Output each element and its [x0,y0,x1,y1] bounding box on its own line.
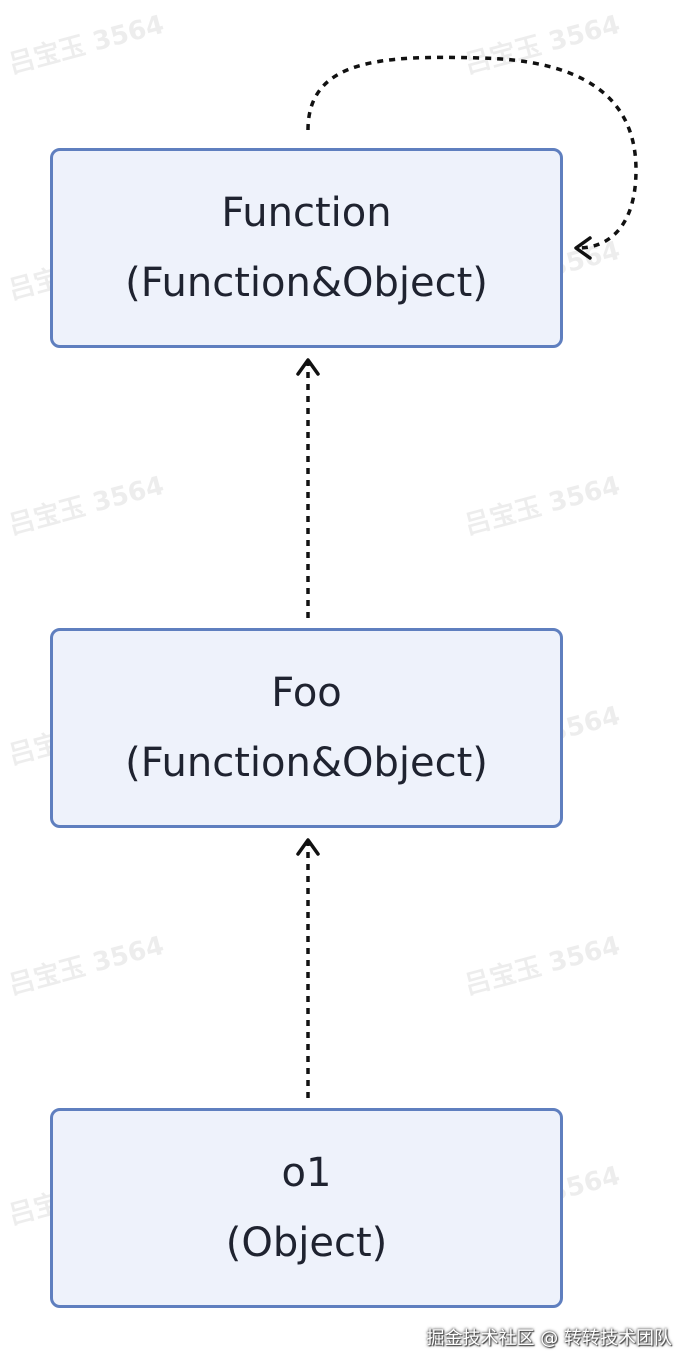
node-foo-name: Foo [271,670,342,716]
arrowhead-o1-to-foo [296,838,320,856]
self-loop-arrowhead [574,236,592,260]
node-function: Function (Function&Object) [50,148,563,348]
node-o1-type: (Object) [225,1220,388,1266]
node-o1-name: o1 [281,1150,332,1196]
footer-credit: 掘金技术社区 @ 转转技术团队 [426,1328,672,1349]
arrowhead-foo-to-function [296,358,320,376]
node-foo: Foo (Function&Object) [50,628,563,828]
node-function-type: (Function&Object) [125,260,488,306]
node-o1: o1 (Object) [50,1108,563,1308]
node-foo-type: (Function&Object) [125,740,488,786]
node-function-name: Function [221,190,392,236]
